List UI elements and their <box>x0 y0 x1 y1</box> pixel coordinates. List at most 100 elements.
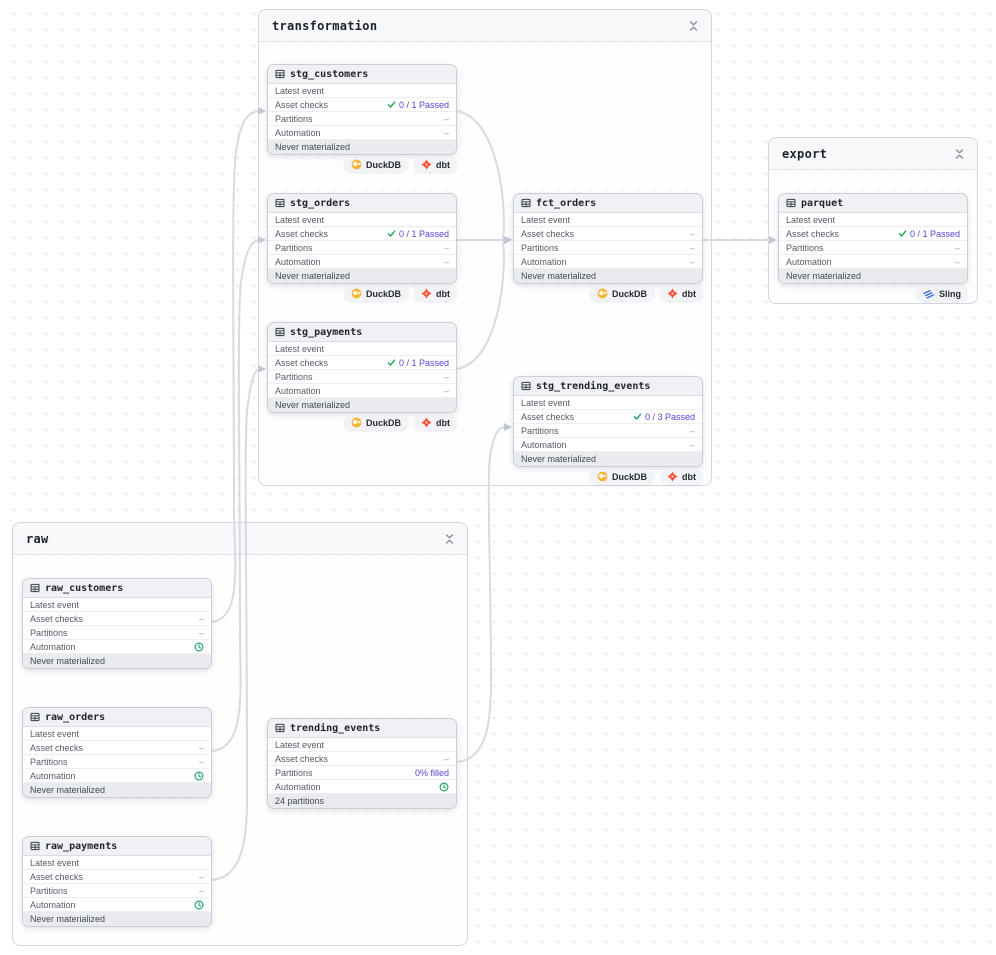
row-asset-checks: Asset checks– <box>514 227 702 241</box>
kind-badges-parquet: Sling <box>778 286 968 301</box>
kind-badge-duckdb[interactable]: DuckDB <box>589 469 654 484</box>
asset-group-title: raw <box>26 531 49 546</box>
kind-badge-dbt[interactable]: dbt <box>660 286 703 301</box>
row-partitions: Partitions– <box>23 755 211 769</box>
table-icon <box>786 198 796 208</box>
row-label: Partitions <box>30 756 68 767</box>
row-label: Automation <box>275 256 321 267</box>
asset-node-header: raw_customers <box>23 579 211 598</box>
row-label: Latest event <box>521 214 571 225</box>
kind-badge-label: dbt <box>682 471 696 482</box>
duckdb-logo-icon <box>597 471 608 482</box>
kind-badge-duckdb[interactable]: DuckDB <box>343 157 408 172</box>
sling-logo-icon <box>923 288 935 299</box>
row-automation: Automation– <box>268 255 456 269</box>
row-label: Latest event <box>275 739 325 750</box>
row-partitions: Partitions– <box>514 424 702 438</box>
kind-badge-dbt[interactable]: dbt <box>414 415 457 430</box>
asset-node-header: stg_trending_events <box>514 377 702 396</box>
row-value: – <box>690 243 695 253</box>
collapse-vertical-icon[interactable] <box>689 20 698 32</box>
collapse-vertical-icon[interactable] <box>445 533 454 545</box>
asset-checks-status[interactable]: 0 / 1 Passed <box>398 228 449 239</box>
row-label: Asset checks <box>786 228 840 239</box>
row-latest-event: Latest event <box>514 213 702 227</box>
asset-checks-status[interactable]: 0 / 1 Passed <box>398 99 449 110</box>
kind-badge-duckdb[interactable]: DuckDB <box>589 286 654 301</box>
row-automation: Automation– <box>268 126 456 140</box>
row-value: – <box>444 128 449 138</box>
row-automation: Automation <box>268 780 456 794</box>
asset-node-header: stg_orders <box>268 194 456 213</box>
row-asset-checks: Asset checks – <box>23 870 211 884</box>
row-value: 0 / 3 Passed <box>633 412 695 422</box>
asset-status-footer: Never materialized <box>23 912 211 926</box>
row-automation: Automation– <box>268 384 456 398</box>
kind-badges-stg_trending_events: DuckDB dbt <box>513 469 703 484</box>
asset-group-header[interactable]: raw <box>13 523 467 555</box>
row-value: – <box>199 614 204 624</box>
checkmark-icon <box>898 229 907 238</box>
dbt-logo-icon <box>421 288 432 299</box>
table-icon <box>275 69 285 79</box>
kind-badge-duckdb[interactable]: DuckDB <box>343 286 408 301</box>
row-latest-event: Latest event <box>23 598 211 612</box>
asset-status-footer: Never materialized <box>268 140 456 154</box>
row-value-dash: – <box>689 242 695 253</box>
asset-status-footer: Never materialized <box>779 269 967 283</box>
partitions-status[interactable]: 0% filled <box>414 767 449 778</box>
table-icon <box>30 841 40 851</box>
row-label: Automation <box>275 781 321 792</box>
row-latest-event: Latest event <box>23 856 211 870</box>
row-partitions: Partitions– <box>23 626 211 640</box>
asset-node-header: stg_customers <box>268 65 456 84</box>
row-value-dash: – <box>689 439 695 450</box>
kind-badge-dbt[interactable]: dbt <box>660 469 703 484</box>
row-value-dash: – <box>954 242 960 253</box>
dbt-logo-icon <box>421 417 432 428</box>
checkmark-icon <box>633 412 642 421</box>
asset-checks-status[interactable]: 0 / 1 Passed <box>398 357 449 368</box>
asset-group-title: transformation <box>272 18 378 33</box>
row-partitions: Partitions– <box>268 241 456 255</box>
row-value-dash: – <box>443 113 449 124</box>
asset-checks-status[interactable]: 0 / 1 Passed <box>909 228 960 239</box>
row-automation: Automation <box>23 640 211 654</box>
dbt-logo-icon <box>667 471 678 482</box>
kind-badge-duckdb[interactable]: DuckDB <box>343 415 408 430</box>
row-label: Asset checks <box>30 613 84 624</box>
row-asset-checks: Asset checks– <box>268 752 456 766</box>
asset-name: trending_events <box>290 722 381 734</box>
asset-node-header: stg_payments <box>268 323 456 342</box>
kind-badge-sling[interactable]: Sling <box>916 286 968 301</box>
asset-node-header: raw_orders <box>23 708 211 727</box>
asset-group-header[interactable]: transformation <box>259 10 711 42</box>
collapse-vertical-icon[interactable] <box>955 148 964 160</box>
row-value: – <box>199 872 204 882</box>
kind-badge-dbt[interactable]: dbt <box>414 157 457 172</box>
row-value: – <box>690 426 695 436</box>
row-latest-event: Latest event <box>268 84 456 98</box>
kind-badge-dbt[interactable]: dbt <box>414 286 457 301</box>
checkmark-icon <box>387 229 396 238</box>
row-label: Latest event <box>30 728 80 739</box>
asset-name: raw_orders <box>45 711 106 723</box>
asset-checks-status[interactable]: 0 / 3 Passed <box>644 411 695 422</box>
row-value-dash: – <box>689 256 695 267</box>
asset-group-header[interactable]: export <box>769 138 977 170</box>
row-label: Asset checks <box>30 871 84 882</box>
